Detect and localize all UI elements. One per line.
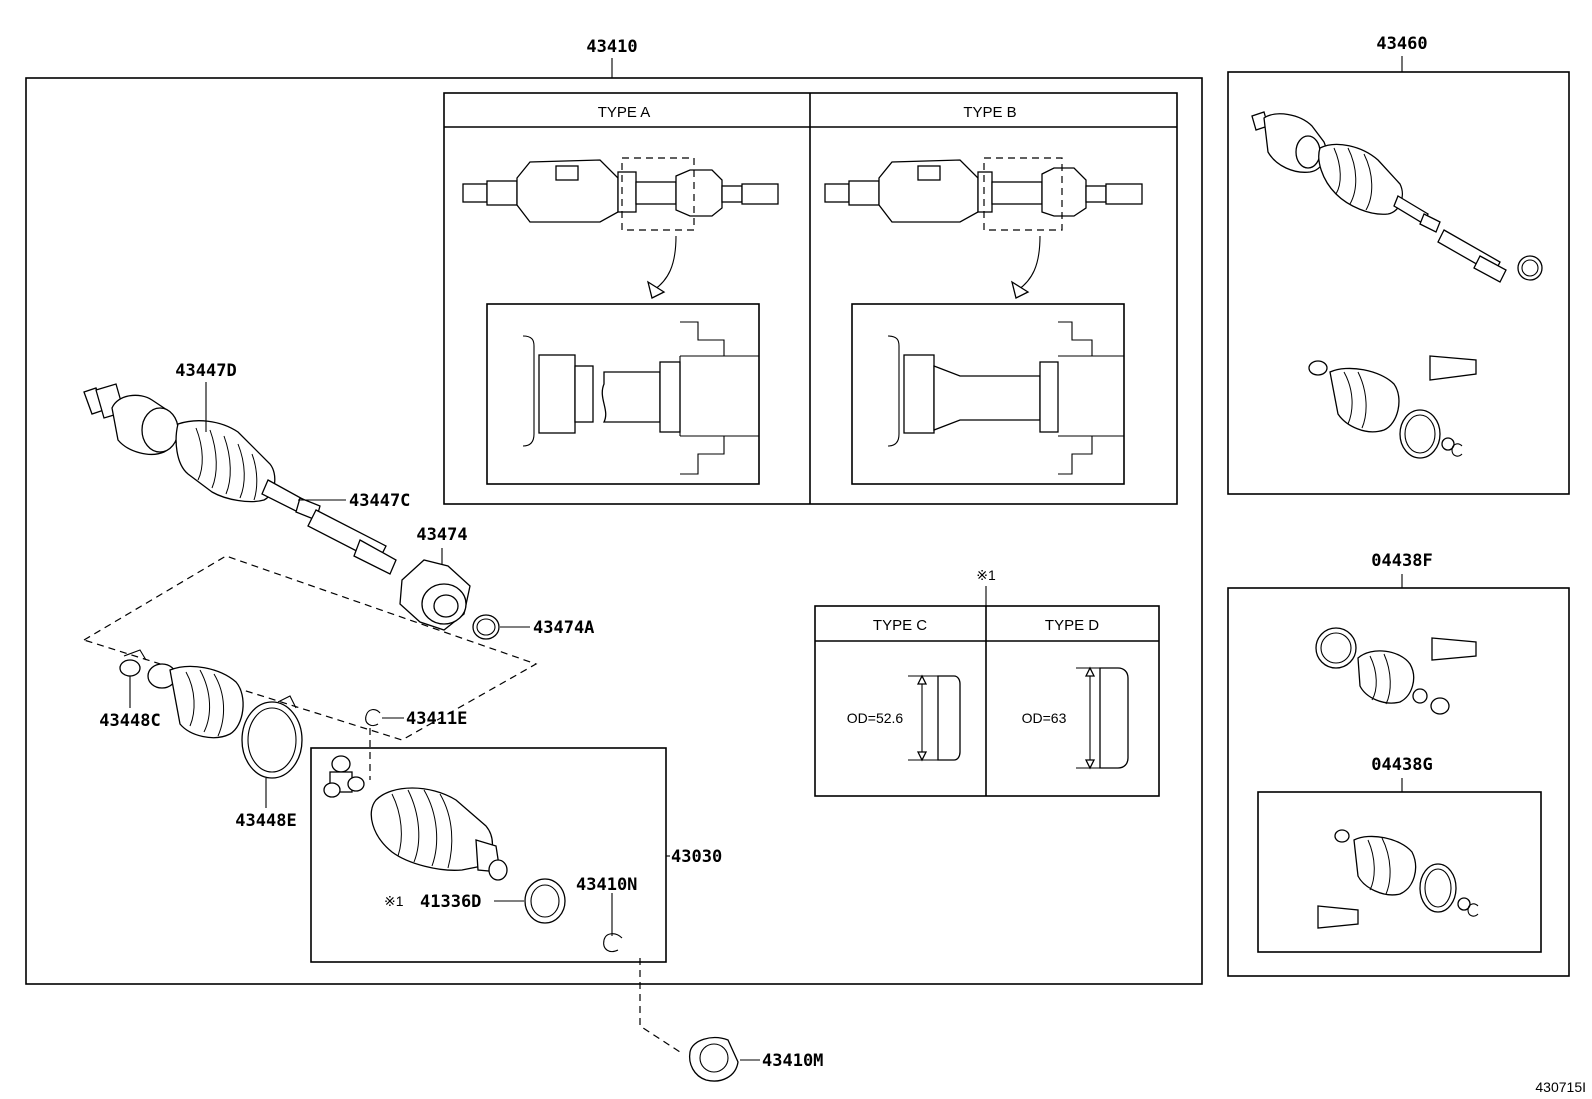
snap-ring-43411e-drawing [365,709,381,780]
type-a-shaft-drawing [462,157,779,485]
label-41336d-note-mark: ※1 [384,893,404,909]
callout-43448c: 43448C [99,676,161,731]
type-ab-comparison: TYPE A TYPE B [443,92,1178,505]
kit-04438g-frame [1257,791,1542,953]
bearing-43410m-drawing [688,1037,739,1082]
damper-43474-drawing [399,559,471,631]
kit-04438g-group: 04438G [1257,755,1542,953]
assembly-43410-frame [25,77,1203,985]
type-c-seal-drawing [908,674,961,762]
circlip-43410n-drawing [603,933,623,953]
figure-ref-number: 430715I [1535,1079,1586,1095]
boot-kit-outline [82,555,538,741]
label-43411e[interactable]: 43411E [406,709,467,729]
driveshaft-43447d-drawing [83,383,397,575]
seal-41336d-drawing [524,878,566,924]
kit-04438f-frame [1227,587,1570,977]
boot-kit-04438f-drawing [1315,627,1477,715]
callout-43411e: 43411E [382,709,467,729]
label-43447d[interactable]: 43447D [175,361,236,381]
label-43030[interactable]: 43030 [671,847,722,867]
label-04438g[interactable]: 04438G [1371,755,1432,775]
label-43448c[interactable]: 43448C [99,711,160,731]
boot-kit-43460-drawing [1308,355,1477,459]
callout-43448e: 43448E [235,778,297,831]
type-c-heading: TYPE C [873,617,927,634]
label-04438f[interactable]: 04438F [1371,551,1432,571]
boot-kit-04438g-drawing [1317,829,1479,929]
label-41336d[interactable]: 41336D [420,892,481,912]
type-b-shaft-drawing [824,157,1143,485]
label-43474a[interactable]: 43474A [533,618,594,638]
bearing-43410m-group: 43410M [639,958,823,1082]
driveshaft-43460-drawing [1251,111,1543,283]
type-d-heading: TYPE D [1045,617,1099,634]
clamp-43448c-drawing [119,649,147,677]
assembly-43460-frame [1227,71,1570,495]
joint-43030-frame [310,747,667,963]
label-43447c[interactable]: 43447C [349,491,410,511]
tripod-drawing [323,755,365,798]
label-43410m[interactable]: 43410M [762,1051,823,1071]
boot-drawing [147,663,244,739]
outer-joint-drawing [370,787,508,881]
joint-43030-group: 43030 ※1 41336D 43410N [310,747,722,963]
assembly-43410-group: 43410 [25,37,1203,985]
callout-43447c: 43447C [298,491,410,511]
ring-43474a-drawing [472,614,500,640]
type-d-seal-drawing [1076,666,1129,770]
type-b-heading: TYPE B [963,104,1016,121]
type-c-od: OD=52.6 [847,710,904,726]
band-43448e-drawing [241,695,303,779]
callout-43474a: 43474A [500,618,594,638]
label-43410[interactable]: 43410 [586,37,637,57]
label-43448e[interactable]: 43448E [235,811,296,831]
type-a-heading: TYPE A [598,104,651,121]
type-cd-comparison: ※1 TYPE C TYPE D OD=52.6 OD=63 [814,567,1160,797]
callout-43447d: 43447D [175,361,237,432]
kit-04438f-group: 04438F 04438G [1227,551,1570,977]
label-43410n[interactable]: 43410N [576,875,637,895]
assembly-43460-group: 43460 [1227,34,1570,495]
label-43474[interactable]: 43474 [416,525,467,545]
label-43460[interactable]: 43460 [1376,34,1427,54]
callout-43474: 43474 [416,525,468,564]
type-cd-note-mark: ※1 [976,567,996,583]
type-d-od: OD=63 [1022,710,1067,726]
